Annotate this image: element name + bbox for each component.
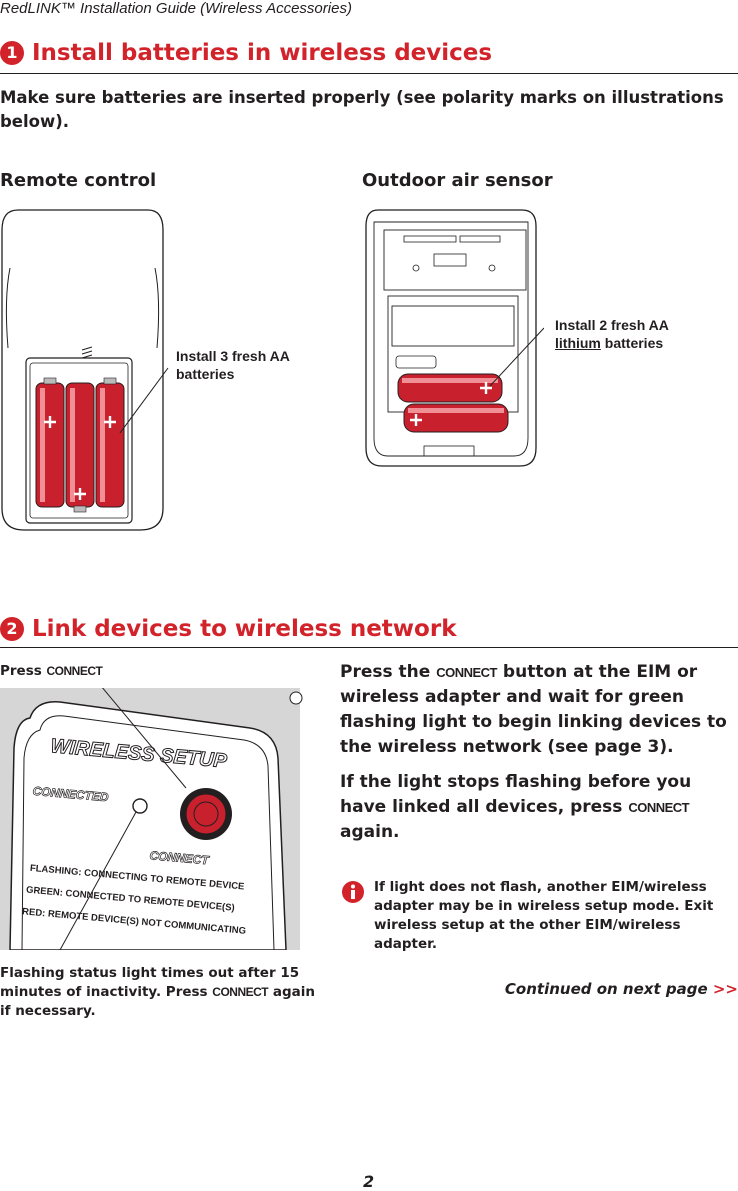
section-1-rule — [0, 73, 738, 74]
continued-text: Continued on next page — [504, 980, 708, 998]
sensor-callout-lithium: lithium — [555, 335, 601, 351]
running-header: RedLINK™ Installation Guide (Wireless Ac… — [0, 0, 352, 17]
sensor-callout-pre: Install 2 fresh AA — [555, 317, 669, 333]
para1-post: button at the EIM or wireless adapter an… — [340, 662, 727, 757]
section-1-title: Install batteries in wireless devices — [32, 40, 493, 66]
section-1-heading: 1 Install batteries in wireless devices — [0, 40, 492, 66]
step-number-badge: 1 — [0, 41, 24, 65]
page-number: 2 — [363, 1172, 375, 1191]
press-connect-label: Press CONNECT — [0, 662, 103, 681]
para2-pre: If the light stops flashing before you h… — [340, 772, 692, 817]
remote-callout: Install 3 fresh AA batteries — [176, 348, 290, 382]
connect-keyword: CONNECT — [628, 800, 690, 815]
remote-control-illustration — [0, 208, 170, 533]
section-2-heading: 2 Link devices to wireless network — [0, 616, 457, 642]
status-light-icon — [132, 798, 148, 814]
outdoor-sensor-label: Outdoor air sensor — [362, 170, 553, 191]
para1-pre: Press the — [340, 662, 431, 682]
connect-keyword: CONNECT — [436, 665, 497, 680]
info-icon — [341, 880, 365, 904]
retry-instruction: If the light stops flashing before you h… — [340, 770, 730, 845]
continued-arrows: >> — [712, 980, 738, 998]
connect-keyword: CONNECT — [212, 985, 269, 999]
section-2-title: Link devices to wireless network — [32, 616, 457, 642]
sensor-callout-post: batteries — [600, 335, 664, 351]
press-label: Press — [0, 663, 42, 679]
wireless-setup-illustration: WIRELESS SETUP CONNECTED CONNECT FLASHIN… — [0, 688, 305, 950]
status-note-post: again if necessary. — [0, 984, 315, 1019]
section-1-intro: Make sure batteries are inserted properl… — [0, 88, 724, 131]
device-connect-label: CONNECT — [149, 848, 211, 867]
para2-post: again. — [340, 822, 400, 842]
connect-instruction: Press the CONNECT button at the EIM or w… — [340, 660, 738, 760]
section-2-rule — [0, 647, 738, 648]
remote-control-label: Remote control — [0, 170, 157, 191]
outdoor-sensor-illustration — [364, 208, 544, 470]
continued-note: Continued on next page >> — [505, 980, 738, 998]
status-note-pre: Flashing status light times out after 15… — [0, 965, 300, 1000]
step-number-badge: 2 — [0, 617, 24, 641]
connect-keyword: CONNECT — [46, 664, 103, 678]
sensor-callout: Install 2 fresh AA lithium batteries — [555, 316, 735, 352]
status-timeout-note: Flashing status light times out after 15… — [0, 964, 330, 1021]
info-note: If light does not flash, another EIM/wir… — [374, 879, 714, 952]
